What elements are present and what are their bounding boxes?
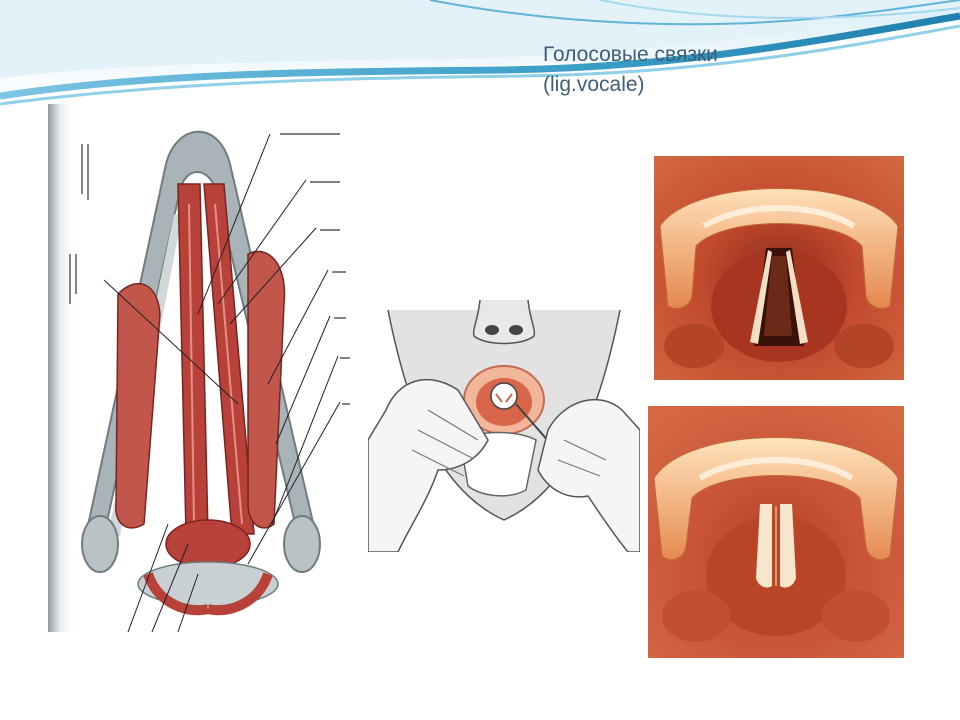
vocal-cords-closed-photo [648,406,904,658]
laryngeal-anatomy-illustration [48,104,356,632]
vocal-cords-open-icon [654,156,904,380]
mirror-laryngoscopy-icon [368,290,640,552]
laryngoscopy-drawing [368,290,640,552]
title-line-2: (lig.vocale) [543,73,645,96]
header-wave-decoration [0,0,960,110]
vocal-cords-closed-icon [648,406,904,658]
title-line-1: Голосовые связки [543,43,718,66]
larynx-anatomy-icon [48,104,356,632]
vocal-cords-open-photo [654,156,904,380]
slide-title: Голосовые связки (lig.vocale) [543,40,718,100]
